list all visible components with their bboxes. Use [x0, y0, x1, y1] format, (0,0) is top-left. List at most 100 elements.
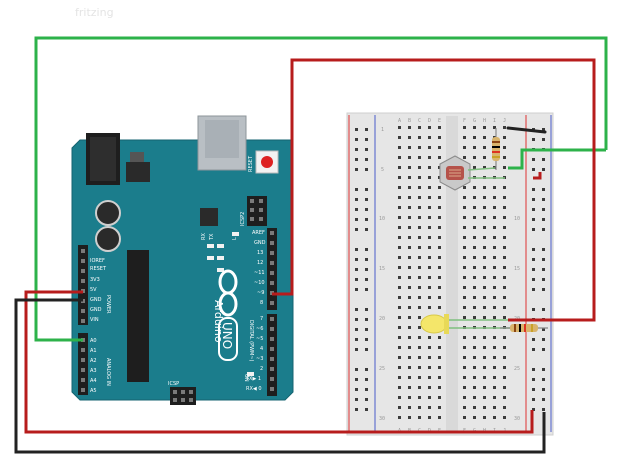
breadboard-hole — [418, 306, 421, 309]
col-letter-h: H — [483, 118, 486, 124]
breadboard-hole — [418, 286, 421, 289]
breadboard-hole — [542, 258, 545, 261]
breadboard-hole — [438, 216, 441, 219]
pin-label-7: 7 — [260, 316, 263, 322]
header-pin[interactable] — [81, 249, 85, 253]
logo-ring-bottom — [218, 291, 238, 317]
header-pin[interactable] — [81, 319, 85, 323]
breadboard-hole — [483, 126, 486, 129]
breadboard-hole — [438, 126, 441, 129]
breadboard-hole — [438, 236, 441, 239]
header-pin[interactable] — [259, 199, 263, 203]
header-pin[interactable] — [81, 348, 85, 352]
usb-controller-chip — [200, 208, 218, 226]
breadboard-hole — [408, 256, 411, 259]
header-pin[interactable] — [81, 358, 85, 362]
header-pin[interactable] — [270, 327, 274, 331]
header-pin[interactable] — [181, 390, 185, 394]
header-pin[interactable] — [270, 261, 274, 265]
breadboard-hole — [398, 386, 401, 389]
pin-label-11: ~11 — [254, 270, 265, 276]
header-pin[interactable] — [173, 390, 177, 394]
breadboard-hole — [503, 236, 506, 239]
header-pin[interactable] — [270, 271, 274, 275]
header-pin[interactable] — [250, 199, 254, 203]
breadboard-hole — [463, 256, 466, 259]
header-pin[interactable] — [173, 398, 177, 402]
header-pin[interactable] — [270, 367, 274, 371]
header-pin[interactable] — [181, 398, 185, 402]
header-pin[interactable] — [270, 317, 274, 321]
l-label: L — [232, 237, 238, 240]
header-pin[interactable] — [81, 378, 85, 382]
header-pin[interactable] — [81, 259, 85, 263]
breadboard-hole — [398, 176, 401, 179]
reset-button-cap[interactable] — [261, 156, 273, 168]
header-pin[interactable] — [270, 347, 274, 351]
header-pin[interactable] — [81, 279, 85, 283]
breadboard-hole — [428, 276, 431, 279]
breadboard-hole — [418, 196, 421, 199]
breadboard-hole — [408, 156, 411, 159]
header-pin[interactable] — [270, 251, 274, 255]
wire-red-5v — [24, 290, 534, 434]
breadboard-hole — [355, 128, 358, 131]
breadboard-hole — [532, 168, 535, 171]
breadboard-hole — [398, 336, 401, 339]
col-letter-f: F — [463, 118, 466, 124]
breadboard-hole — [503, 376, 506, 379]
header-pin[interactable] — [81, 269, 85, 273]
breadboard-hole — [493, 406, 496, 409]
breadboard-hole — [438, 286, 441, 289]
breadboard-hole — [493, 346, 496, 349]
header-pin[interactable] — [250, 208, 254, 212]
breadboard-hole — [365, 408, 368, 411]
header-pin[interactable] — [270, 337, 274, 341]
header-pin[interactable] — [270, 231, 274, 235]
breadboard-hole — [428, 156, 431, 159]
header-pin[interactable] — [270, 387, 274, 391]
header-pin[interactable] — [270, 377, 274, 381]
breadboard-hole — [503, 306, 506, 309]
row-number-10-right: 10 — [514, 216, 520, 222]
breadboard-hole — [473, 276, 476, 279]
breadboard-hole — [428, 246, 431, 249]
header-pin[interactable] — [81, 388, 85, 392]
header-pin[interactable] — [189, 398, 193, 402]
header-pin[interactable] — [270, 301, 274, 305]
header-pin[interactable] — [259, 217, 263, 221]
header-pin[interactable] — [259, 208, 263, 212]
header-pin[interactable] — [81, 309, 85, 313]
rx-led-3 — [217, 268, 224, 272]
breadboard-hole — [473, 236, 476, 239]
header-pin[interactable] — [270, 281, 274, 285]
breadboard-hole — [408, 176, 411, 179]
breadboard-hole — [483, 216, 486, 219]
on-led — [247, 372, 254, 376]
col-letter-c: C — [418, 118, 421, 124]
breadboard-hole — [473, 256, 476, 259]
power-pin-labels: IOREF RESET 3V3 5V GND GND VIN — [90, 258, 107, 323]
breadboard-hole — [408, 226, 411, 229]
header-pin[interactable] — [81, 368, 85, 372]
breadboard-hole — [418, 206, 421, 209]
breadboard-hole — [483, 416, 486, 419]
breadboard-hole — [483, 276, 486, 279]
header-pin[interactable] — [270, 241, 274, 245]
breadboard-hole — [542, 228, 545, 231]
breadboard-hole — [463, 336, 466, 339]
breadboard-hole — [503, 356, 506, 359]
breadboard-hole — [418, 256, 421, 259]
breadboard-hole — [418, 336, 421, 339]
header-pin[interactable] — [250, 217, 254, 221]
pin-label-a3: A3 — [90, 368, 97, 374]
breadboard-hole — [408, 396, 411, 399]
breadboard-hole — [428, 306, 431, 309]
breadboard-hole — [365, 288, 368, 291]
header-pin[interactable] — [270, 357, 274, 361]
header-pin[interactable] — [189, 390, 193, 394]
breadboard-hole — [483, 196, 486, 199]
breadboard-hole — [542, 158, 545, 161]
breadboard-hole — [473, 306, 476, 309]
row-number-20: 20 — [379, 316, 385, 322]
